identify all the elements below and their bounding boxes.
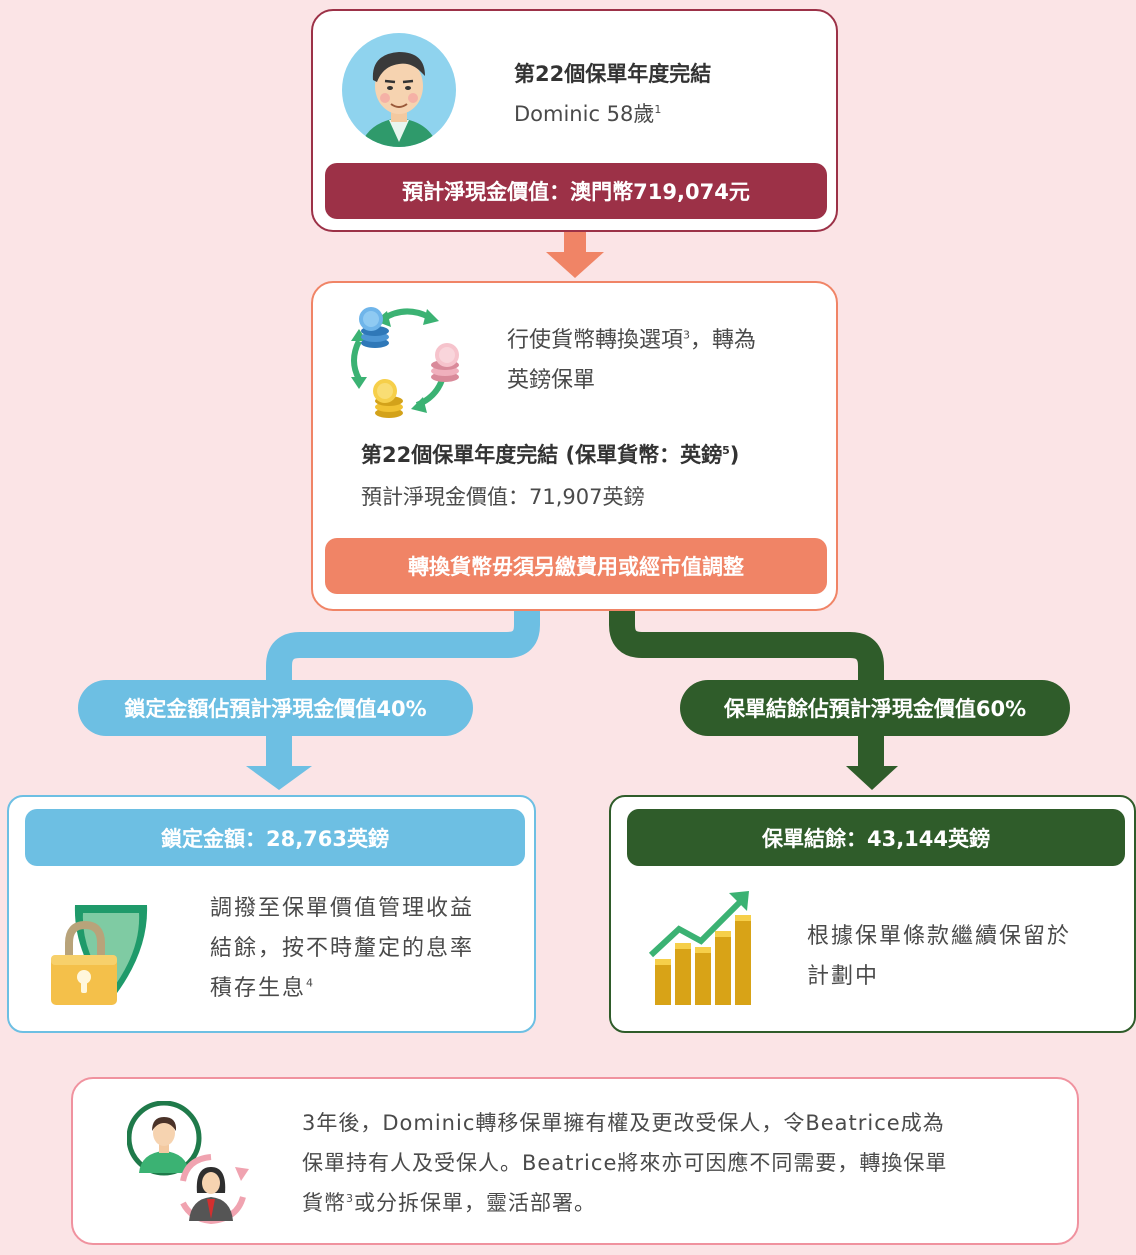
left-card-line2: 結餘，按不時釐定的息率 — [210, 936, 475, 961]
right-card-line2: 計劃中 — [807, 964, 880, 989]
currency-option-text-3: 英鎊保單 — [507, 368, 596, 393]
bottom-card-line1: 3年後，Dominic轉移保單擁有權及更改受保人，令Beatrice成為 — [302, 1111, 945, 1135]
bottom-card-line3: 貨幣3或分拆保單，靈活部署。 — [302, 1183, 596, 1223]
footnote-4: 4 — [306, 976, 316, 990]
footnote-5: 5 — [722, 444, 730, 457]
middle-card-heading-1: 第22個保單年度完結 (保單貨幣：英鎊 — [361, 443, 723, 467]
right-card-line1: 根據保單條款繼續保留於 — [807, 924, 1072, 949]
footnote-3-bottom: 3 — [346, 1192, 354, 1205]
right-card: 保單結餘：43,144英鎊 根據保單條款繼續保留於 計劃中 — [609, 795, 1136, 1033]
ownership-transfer-icon — [127, 1101, 249, 1227]
middle-card-value: 預計淨現金價值：71,907英鎊 — [361, 485, 645, 509]
middle-card-heading: 第22個保單年度完結 (保單貨幣：英鎊5) — [361, 435, 739, 475]
blue-branch-connector — [246, 605, 540, 790]
top-card: 第22個保單年度完結 Dominic 58歲1 預計淨現金價值：澳門幣719,0… — [311, 9, 838, 232]
footnote-1: 1 — [654, 103, 662, 116]
left-card-value-bar: 鎖定金額：28,763英鎊 — [25, 809, 525, 866]
shield-lock-icon — [45, 897, 175, 1009]
green-branch-connector — [609, 605, 898, 790]
middle-card: 行使貨幣轉換選項3，轉為 英鎊保單 第22個保單年度完結 (保單貨幣：英鎊5) … — [311, 281, 838, 611]
left-card: 鎖定金額：28,763英鎊 調撥至保單價值管理收益 結餘，按不時釐定的息率 積存… — [7, 795, 536, 1033]
bottom-card: 3年後，Dominic轉移保單擁有權及更改受保人，令Beatrice成為 保單持… — [71, 1077, 1079, 1245]
top-card-value-bar: 預計淨現金價值：澳門幣719,074元 — [325, 163, 827, 219]
right-card-value-bar: 保單結餘：43,144英鎊 — [627, 809, 1125, 866]
currency-option-text-1: 行使貨幣轉換選項 — [507, 328, 684, 353]
bottom-card-line3-b: 或分拆保單，靈活部署。 — [354, 1191, 596, 1215]
right-branch-pill: 保單結餘佔預計淨現金價值60% — [680, 680, 1070, 736]
growth-chart-icon — [649, 889, 755, 1007]
bottom-card-line3-a: 貨幣 — [302, 1191, 346, 1215]
bottom-card-line2: 保單持有人及受保人。Beatrice將來亦可因應不同需要，轉換保單 — [302, 1151, 948, 1175]
down-arrow-top — [546, 230, 604, 278]
top-card-subtitle-text: Dominic 58歲 — [514, 102, 655, 126]
middle-card-heading-2: ) — [729, 443, 740, 467]
currency-option-text-2: ，轉為 — [690, 328, 757, 353]
left-card-line3: 積存生息4 — [210, 969, 315, 1009]
footnote-3: 3 — [683, 328, 691, 342]
currency-option-text: 行使貨幣轉換選項3，轉為 — [507, 321, 756, 361]
currency-exchange-icon — [343, 297, 469, 421]
left-card-line1: 調撥至保單價值管理收益 — [210, 896, 475, 921]
middle-card-note-bar: 轉換貨幣毋須另繳費用或經市值調整 — [325, 538, 827, 594]
left-branch-pill: 鎖定金額佔預計淨現金價值40% — [78, 680, 473, 736]
left-card-line3-text: 積存生息 — [210, 976, 307, 1001]
top-card-title: 第22個保單年度完結 — [514, 62, 712, 86]
top-card-subtitle: Dominic 58歲1 — [514, 94, 661, 134]
dominic-avatar-icon — [341, 32, 457, 148]
